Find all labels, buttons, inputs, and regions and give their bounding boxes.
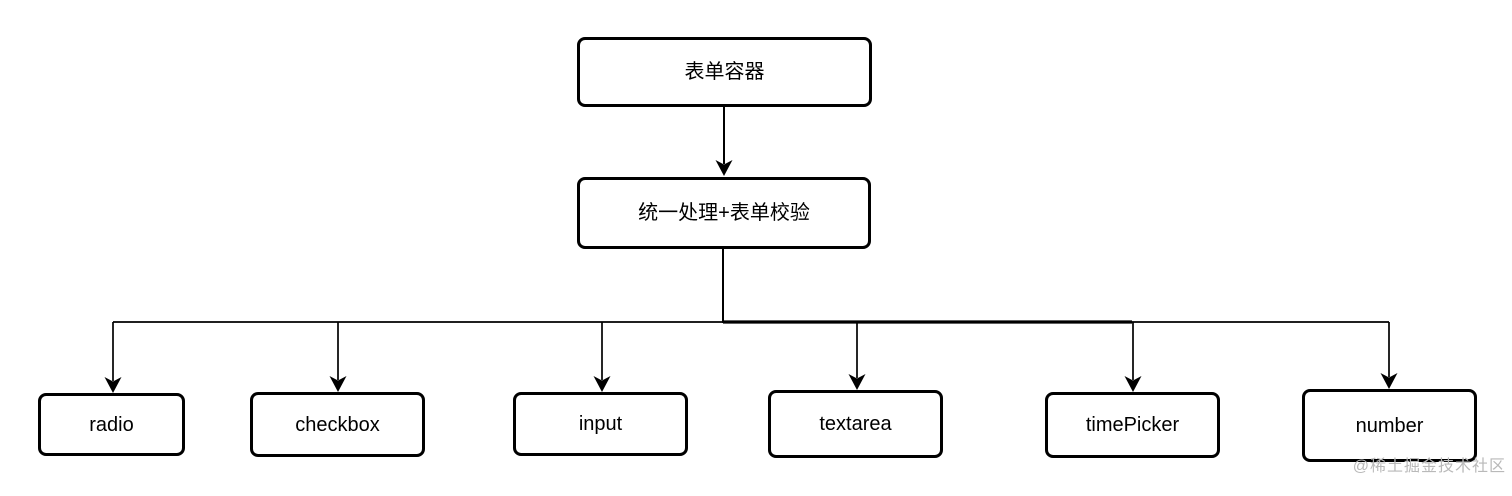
arrowhead-input	[593, 376, 611, 392]
node-checkbox: checkbox	[250, 392, 425, 457]
node-number: number	[1302, 389, 1477, 462]
arrowhead-timepicker	[1124, 376, 1142, 392]
arrowhead-number	[1380, 373, 1398, 389]
node-form-container: 表单容器	[577, 37, 872, 107]
node-unified-processing-validation-label: 统一处理+表单校验	[638, 202, 810, 224]
node-number-label: number	[1355, 414, 1424, 437]
juejin-watermark: @稀土掘金技术社区	[1352, 458, 1506, 475]
node-unified-processing-validation: 统一处理+表单校验	[577, 177, 871, 249]
node-textarea-label: textarea	[819, 413, 892, 435]
arrowhead-radio	[104, 377, 122, 393]
node-radio-label: radio	[89, 413, 134, 436]
node-radio: radio	[38, 393, 185, 456]
node-checkbox-label: checkbox	[295, 413, 380, 436]
node-input-label: input	[578, 413, 623, 435]
node-form-container-label: 表单容器	[684, 61, 765, 83]
node-input: input	[513, 392, 688, 456]
arrowhead-checkbox	[329, 376, 347, 392]
arrowhead-textarea	[848, 374, 866, 390]
node-timepicker: timePicker	[1045, 392, 1220, 458]
node-textarea: textarea	[768, 390, 943, 458]
node-timepicker-label: timePicker	[1085, 414, 1180, 436]
arrowhead-processor	[715, 160, 733, 176]
